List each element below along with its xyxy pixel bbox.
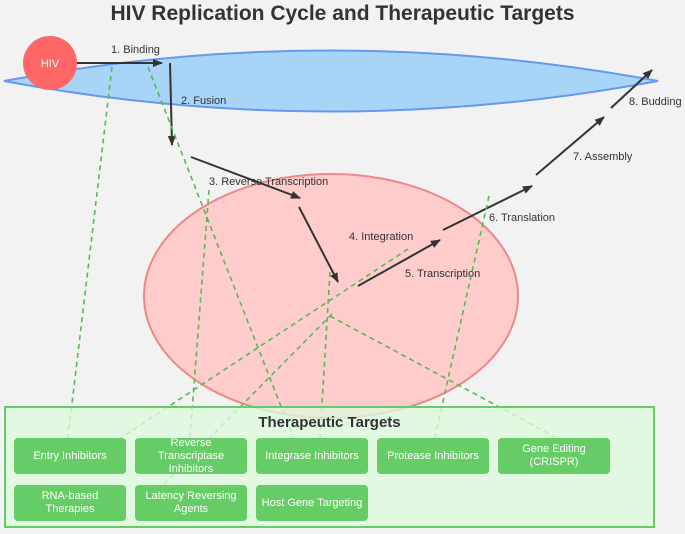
hiv-virus xyxy=(23,36,77,90)
step-label-reverse-transcription: 3. Reverse Transcription xyxy=(209,176,328,188)
arrow-reverse-transcription xyxy=(190,156,301,199)
arrow-translation xyxy=(442,185,533,231)
link-gene-editing xyxy=(329,315,556,438)
target-reverse-transcriptase-inhibitors: Reverse Transcriptase Inhibitors xyxy=(135,437,247,475)
therapeutic-targets-title: Therapeutic Targets xyxy=(258,414,401,431)
link-latency-reversing xyxy=(159,313,333,489)
step-label-binding: 1. Binding xyxy=(111,44,160,56)
target-integrase-inhibitors: Integrase Inhibitors xyxy=(256,438,368,474)
cell-membrane xyxy=(3,49,659,113)
target-rna-based-therapies: RNA-based Therapies xyxy=(14,485,126,521)
step-label-transcription: 5. Transcription xyxy=(405,268,480,280)
therapeutic-targets-panel: Therapeutic Targets Entry Inhibitors Rev… xyxy=(4,406,655,528)
target-protease-inhibitors: Protease Inhibitors xyxy=(377,438,489,474)
step-label-fusion: 2. Fusion xyxy=(181,95,226,107)
step-label-integration: 4. Integration xyxy=(349,231,413,243)
target-gene-editing: Gene Editing (CRISPR) xyxy=(498,438,610,474)
step-label-assembly: 7. Assembly xyxy=(573,151,633,163)
hiv-virus-label: HIV xyxy=(41,58,60,70)
step-label-translation: 6. Translation xyxy=(489,212,555,224)
arrow-assembly xyxy=(535,116,605,176)
nucleus xyxy=(143,173,519,419)
target-entry-inhibitors: Entry Inhibitors xyxy=(14,438,126,474)
cycle-arrows xyxy=(77,59,653,287)
arrow-transcription xyxy=(357,239,441,287)
link-rna-therapies xyxy=(112,248,409,444)
arrow-integration xyxy=(298,206,339,283)
link-entry-inhibitors xyxy=(67,66,113,438)
arrow-fusion xyxy=(167,62,176,146)
target-latency-reversing-agents: Latency Reversing Agents xyxy=(135,485,247,521)
link-host-gene-targeting xyxy=(147,66,294,438)
page-title: HIV Replication Cycle and Therapeutic Ta… xyxy=(110,2,575,25)
arrow-budding xyxy=(610,69,653,109)
target-host-gene-targeting: Host Gene Targeting xyxy=(256,485,368,521)
step-label-budding: 8. Budding xyxy=(629,96,682,108)
